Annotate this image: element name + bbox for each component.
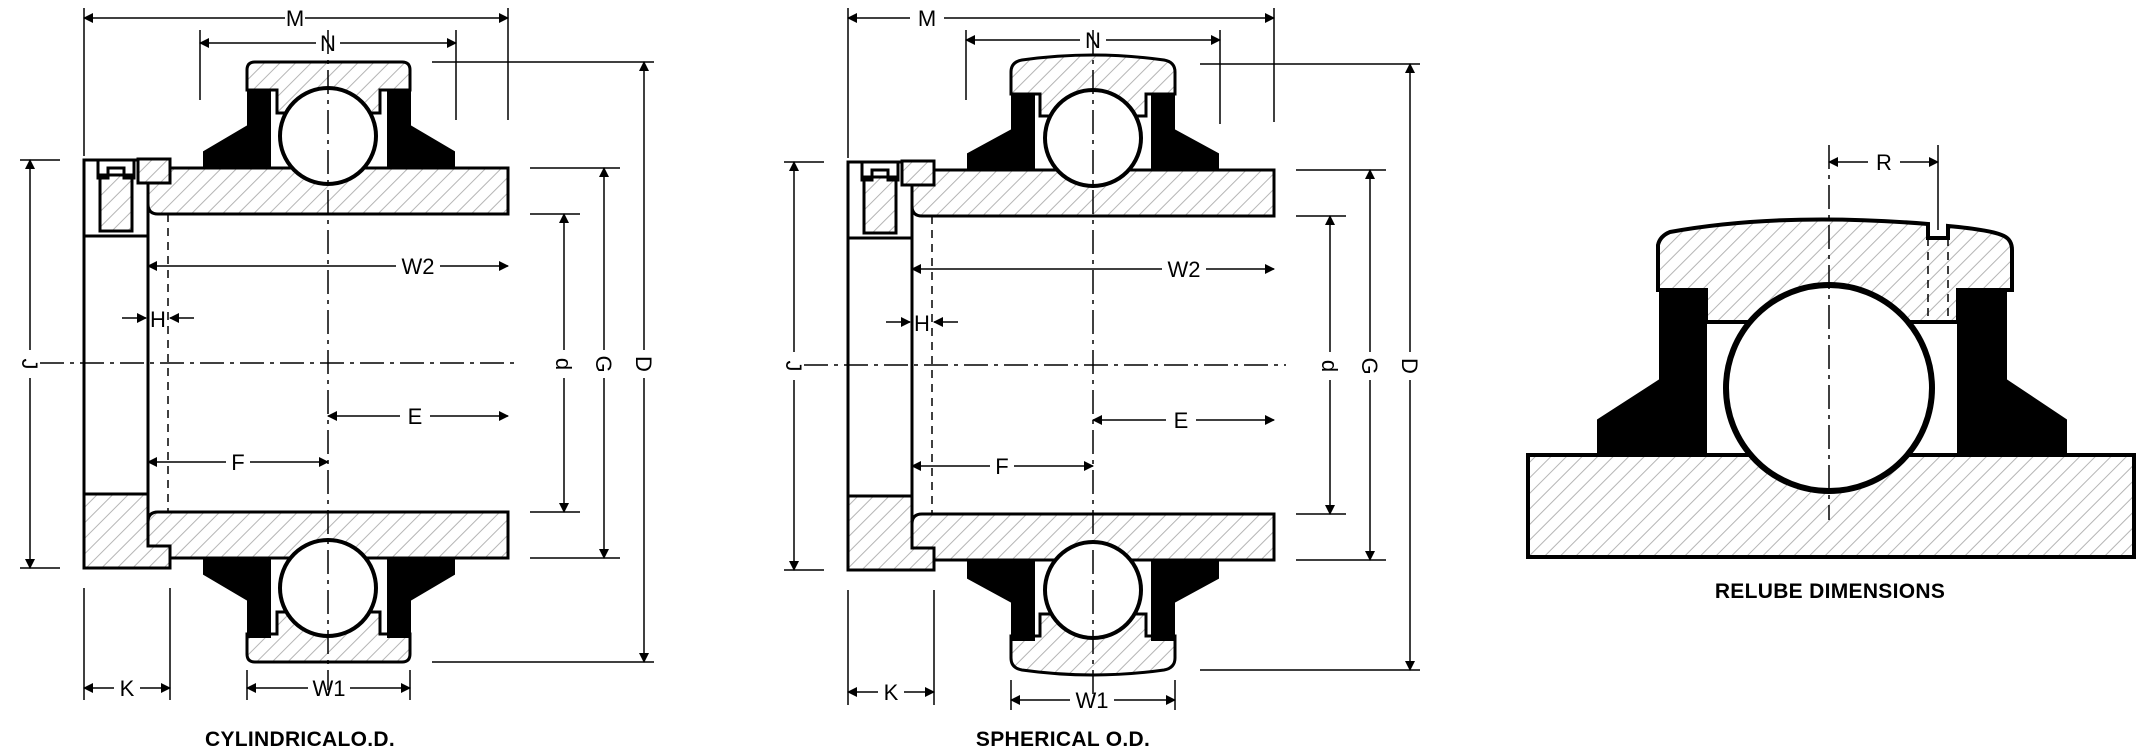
seal-bottom-left (967, 559, 1035, 641)
label-E: E (408, 404, 423, 429)
label-G: G (591, 355, 616, 372)
outer-ring (1656, 217, 2014, 324)
collar-top-flange (900, 159, 936, 187)
set-screw (862, 175, 898, 235)
seal-bottom-right (387, 557, 455, 638)
relube-dimensions-figure: R RELUBE DIMENSIONS (1526, 145, 2136, 603)
collar-bottom (82, 492, 172, 570)
label-W1: W1 (313, 676, 346, 701)
label-J: J (781, 361, 806, 372)
label-W2: W2 (402, 254, 435, 279)
label-M: M (286, 6, 304, 31)
seal-top-right (387, 89, 455, 169)
seal-top-right (1151, 93, 1219, 171)
label-D: D (631, 356, 656, 372)
label-F: F (995, 454, 1008, 479)
label-W1: W1 (1076, 688, 1109, 713)
seal-top-left (203, 89, 271, 169)
label-d: d (1317, 360, 1342, 372)
caption-cylindrical: CYLINDRICALO.D. (205, 728, 395, 750)
caption-spherical: SPHERICAL O.D. (976, 728, 1150, 750)
spherical-od-figure: M N W2 H E F d G D J K W1 SPHERICAL O.D. (781, 6, 1422, 751)
label-F: F (231, 450, 244, 475)
collar-top-flange (136, 157, 172, 185)
label-M: M (918, 6, 936, 31)
seal-bottom-left (203, 557, 271, 638)
seal-left (1597, 289, 1707, 456)
label-N: N (1085, 28, 1101, 53)
label-G: G (1357, 357, 1382, 374)
seal-right (1957, 289, 2067, 456)
label-J: J (17, 359, 42, 370)
label-W2: W2 (1168, 257, 1201, 282)
label-N: N (320, 31, 336, 56)
seal-bottom-right (1151, 559, 1219, 641)
label-R: R (1876, 150, 1892, 175)
label-d: d (551, 358, 576, 370)
seal-top-left (967, 93, 1035, 171)
label-E: E (1174, 408, 1189, 433)
caption-relube: RELUBE DIMENSIONS (1715, 580, 1945, 603)
label-K: K (120, 676, 135, 701)
collar-bottom (846, 494, 936, 572)
set-screw (98, 173, 134, 233)
label-H: H (150, 307, 166, 332)
cylindrical-od-figure: M N W2 H E F d G D J K W1 CYLINDRICALO.D… (17, 6, 656, 751)
label-D: D (1397, 358, 1422, 374)
label-K: K (884, 680, 899, 705)
label-H: H (914, 311, 930, 336)
